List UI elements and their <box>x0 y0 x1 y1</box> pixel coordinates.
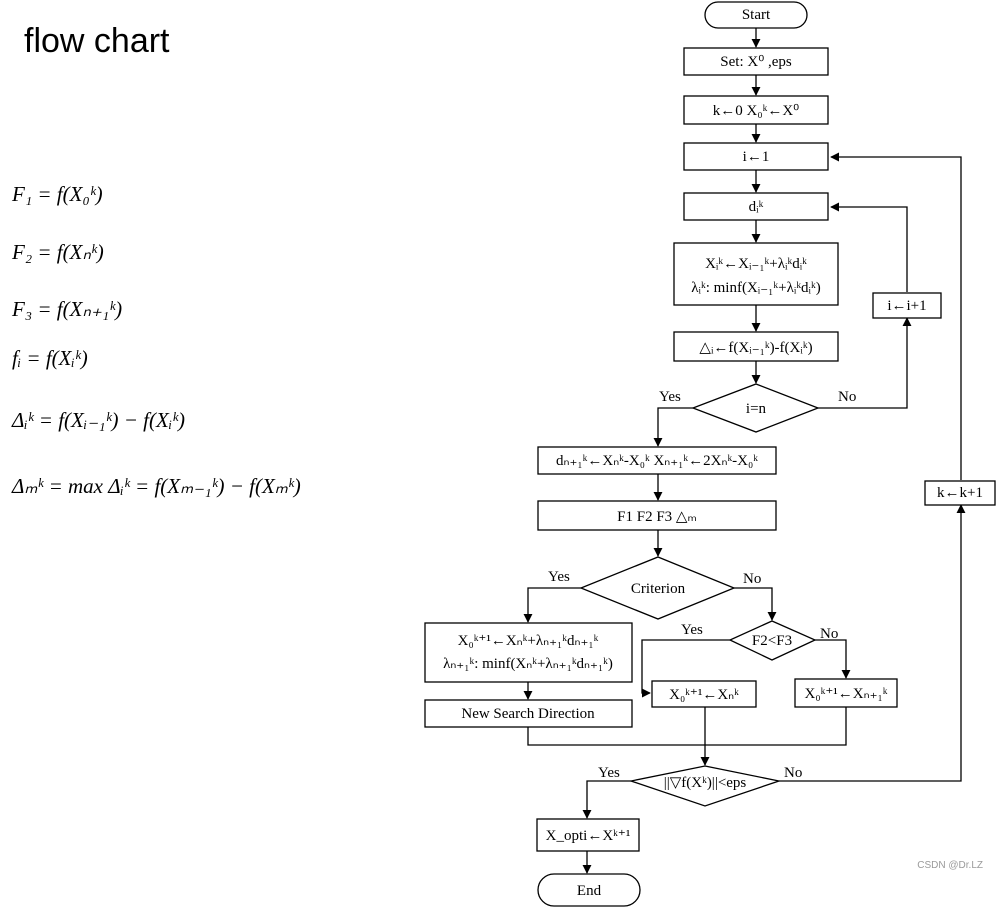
new-search-direction-node: New Search Direction <box>424 699 633 728</box>
edge-label-yes-i-eq-n: Yes <box>659 389 681 405</box>
i-init-node: i←1 <box>683 142 829 171</box>
init-node: k←0 X₀ᵏ←X⁰ <box>683 95 829 125</box>
assign-xn1-node: X₀ᵏ⁺¹←Xₙ₊₁ᵏ <box>794 678 898 708</box>
edge-label-yes-criterion: Yes <box>548 569 570 585</box>
new-direction-node: dₙ₊₁ᵏ←Xₙᵏ-X₀ᵏ Xₙ₊₁ᵏ←2Xₙᵏ-X₀ᵏ <box>537 446 777 475</box>
edge-label-no-criterion: No <box>743 571 761 587</box>
svg-text:Start: Start <box>742 7 771 23</box>
formula-delta-i: Δᵢᵏ = f(Xᵢ₋₁ᵏ) − f(Xᵢᵏ) <box>12 408 186 432</box>
svg-text:X₀ᵏ⁺¹←Xₙ₊₁ᵏ: X₀ᵏ⁺¹←Xₙ₊₁ᵏ <box>805 686 888 702</box>
i-eq-n-decision: i=n <box>691 383 820 433</box>
assign-xn-node: X₀ᵏ⁺¹←Xₙᵏ <box>651 680 757 708</box>
connectors <box>523 28 966 874</box>
formula-f2: F₂ = f(Xₙᵏ) <box>12 240 104 264</box>
svg-text:New Search Direction: New Search Direction <box>461 706 595 722</box>
k-increment-node: k←k+1 <box>924 480 996 506</box>
svg-text:△ᵢ←f(Xᵢ₋₁ᵏ)-f(Xᵢᵏ): △ᵢ←f(Xᵢ₋₁ᵏ)-f(Xᵢᵏ) <box>699 340 812 356</box>
compute-f-node: F1 F2 F3 △ₘ <box>537 500 777 531</box>
x-opti-node: X_opti←Xᵏ⁺¹ <box>536 818 640 852</box>
start-node: Start <box>704 1 808 29</box>
svg-text:X₀ᵏ⁺¹←Xₙᵏ: X₀ᵏ⁺¹←Xₙᵏ <box>669 687 739 703</box>
f2-lt-f3-decision: F2<F3 <box>728 620 817 661</box>
formula-f3: F₃ = f(Xₙ₊₁ᵏ) <box>12 297 123 321</box>
svg-text:X_opti←Xᵏ⁺¹: X_opti←Xᵏ⁺¹ <box>546 828 631 844</box>
svg-text:i=n: i=n <box>746 401 767 417</box>
edge-label-yes-grad: Yes <box>598 765 620 781</box>
svg-text:||▽f(Xᵏ)||<eps: ||▽f(Xᵏ)||<eps <box>664 775 747 791</box>
svg-text:k←k+1: k←k+1 <box>937 485 983 501</box>
svg-text:dₙ₊₁ᵏ←Xₙᵏ-X₀ᵏ Xₙ₊₁ᵏ←2Xₙᵏ-X₀ᵏ: dₙ₊₁ᵏ←Xₙᵏ-X₀ᵏ Xₙ₊₁ᵏ←2Xₙᵏ-X₀ᵏ <box>556 453 758 469</box>
svg-text:i←1: i←1 <box>743 149 770 165</box>
update-node: Xᵢᵏ←Xᵢ₋₁ᵏ+λᵢᵏdᵢᵏ λᵢᵏ: minf(Xᵢ₋₁ᵏ+λᵢᵏdᵢᵏ) <box>673 242 839 306</box>
svg-text:X₀ᵏ⁺¹←Xₙᵏ+λₙ₊₁ᵏdₙ₊₁ᵏ: X₀ᵏ⁺¹←Xₙᵏ+λₙ₊₁ᵏdₙ₊₁ᵏ <box>458 633 599 649</box>
direction-node: dᵢᵏ <box>683 192 829 221</box>
edge-label-yes-f2-lt-f3: Yes <box>681 622 703 638</box>
svg-text:Criterion: Criterion <box>631 581 686 597</box>
delta-node: △ᵢ←f(Xᵢ₋₁ᵏ)-f(Xᵢᵏ) <box>673 331 839 362</box>
edge-label-no-grad: No <box>784 765 802 781</box>
page-title: flow chart <box>24 22 170 60</box>
set-node: Set: X⁰ ,eps <box>683 47 829 76</box>
criterion-yes-node: X₀ᵏ⁺¹←Xₙᵏ+λₙ₊₁ᵏdₙ₊₁ᵏ λₙ₊₁ᵏ: minf(Xₙᵏ+λₙ₊… <box>424 622 633 683</box>
edge-label-no-i-eq-n: No <box>838 389 856 405</box>
gradient-check-decision: ||▽f(Xᵏ)||<eps <box>628 765 782 807</box>
svg-text:dᵢᵏ: dᵢᵏ <box>749 199 764 215</box>
svg-text:k←0 X₀ᵏ←X⁰: k←0 X₀ᵏ←X⁰ <box>713 103 799 119</box>
edge-label-no-f2-lt-f3: No <box>820 626 838 642</box>
formula-f1: F₁ = f(X₀ᵏ) <box>12 182 103 206</box>
criterion-decision: Criterion <box>579 556 736 620</box>
svg-text:λₙ₊₁ᵏ: minf(Xₙᵏ+λₙ₊₁ᵏdₙ₊₁ᵏ): λₙ₊₁ᵏ: minf(Xₙᵏ+λₙ₊₁ᵏdₙ₊₁ᵏ) <box>443 656 613 672</box>
end-node: End <box>537 873 641 907</box>
watermark: CSDN @Dr.LZ <box>917 860 983 871</box>
svg-text:End: End <box>577 883 602 899</box>
i-increment-node: i←i+1 <box>872 292 942 319</box>
svg-text:i←i+1: i←i+1 <box>887 298 926 314</box>
svg-text:F1 F2 F3 △ₘ: F1 F2 F3 △ₘ <box>617 509 697 525</box>
svg-text:F2<F3: F2<F3 <box>752 633 792 649</box>
svg-text:Set: X⁰ ,eps: Set: X⁰ ,eps <box>720 54 792 70</box>
svg-text:λᵢᵏ: minf(Xᵢ₋₁ᵏ+λᵢᵏdᵢᵏ): λᵢᵏ: minf(Xᵢ₋₁ᵏ+λᵢᵏdᵢᵏ) <box>691 280 820 296</box>
svg-text:Xᵢᵏ←Xᵢ₋₁ᵏ+λᵢᵏdᵢᵏ: Xᵢᵏ←Xᵢ₋₁ᵏ+λᵢᵏdᵢᵏ <box>705 256 807 272</box>
formula-fi: fᵢ = f(Xᵢᵏ) <box>12 346 88 370</box>
formula-delta-m: Δₘᵏ = max Δᵢᵏ = f(Xₘ₋₁ᵏ) − f(Xₘᵏ) <box>12 474 301 498</box>
